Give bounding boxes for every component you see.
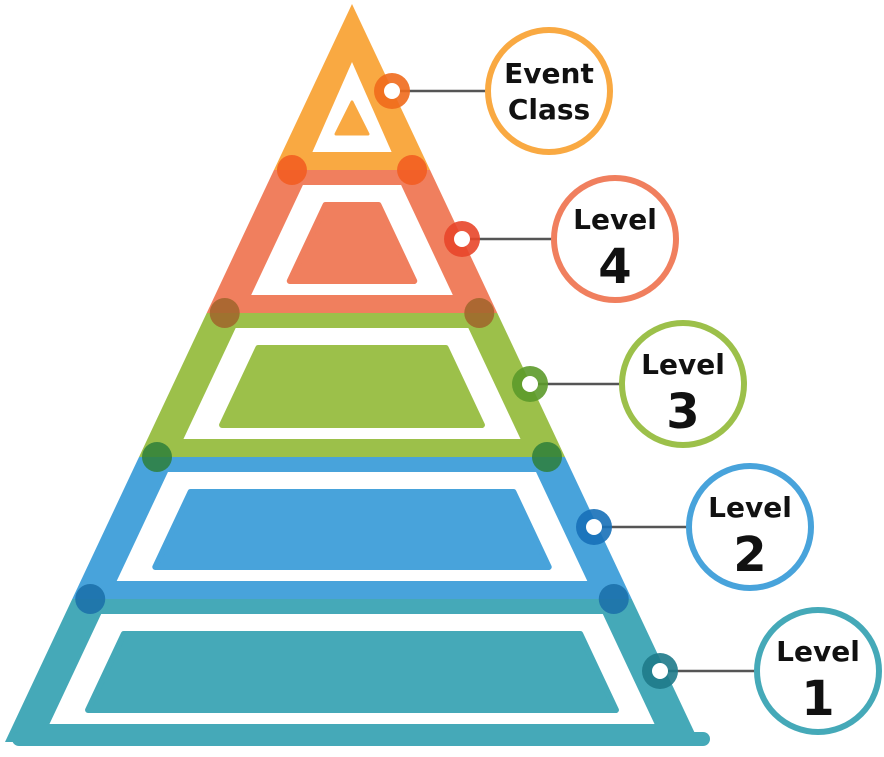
junction-dot-right — [397, 155, 428, 185]
inner-shape-level1 — [85, 631, 619, 713]
pyramid-connectors — [374, 73, 755, 689]
junction-dot-left — [75, 584, 106, 614]
label-line1: Level — [776, 635, 860, 668]
label-line1: Level — [573, 203, 657, 236]
edge-dot-center-level3 — [522, 376, 538, 392]
inner-shape-level4 — [286, 202, 418, 284]
label-circle-event_class — [485, 27, 613, 155]
label-number: 1 — [801, 671, 834, 727]
junction-dot-right — [598, 584, 629, 614]
pyramid-inner-fills — [49, 62, 655, 724]
label-line1: Event — [504, 57, 594, 90]
junction-dot-right — [531, 442, 562, 472]
junction-dot-left — [142, 442, 173, 472]
label-number: 2 — [733, 527, 766, 583]
junction-dot-left — [209, 298, 240, 328]
label-line2: Class — [508, 93, 590, 126]
inner-shape-level3 — [219, 345, 485, 428]
label-circle-level1 — [754, 607, 882, 735]
label-line1: Level — [641, 348, 725, 381]
edge-dot-center-level2 — [586, 519, 602, 535]
edge-dot-center-event_class — [384, 83, 400, 99]
inner-shape-level2 — [152, 489, 552, 570]
label-circle-level3 — [619, 320, 747, 448]
inner-shape-event_class — [334, 100, 370, 136]
label-circle-level4 — [551, 175, 679, 303]
label-circle-level2 — [686, 463, 814, 591]
label-line1: Level — [708, 491, 792, 524]
pyramid-junction-dots — [75, 155, 629, 614]
band-base-edge — [12, 732, 710, 746]
junction-dot-right — [464, 298, 495, 328]
edge-dot-center-level1 — [652, 663, 668, 679]
edge-dot-center-level4 — [454, 231, 470, 247]
label-number: 4 — [598, 239, 631, 295]
label-number: 3 — [666, 384, 699, 440]
junction-dot-left — [276, 155, 307, 185]
